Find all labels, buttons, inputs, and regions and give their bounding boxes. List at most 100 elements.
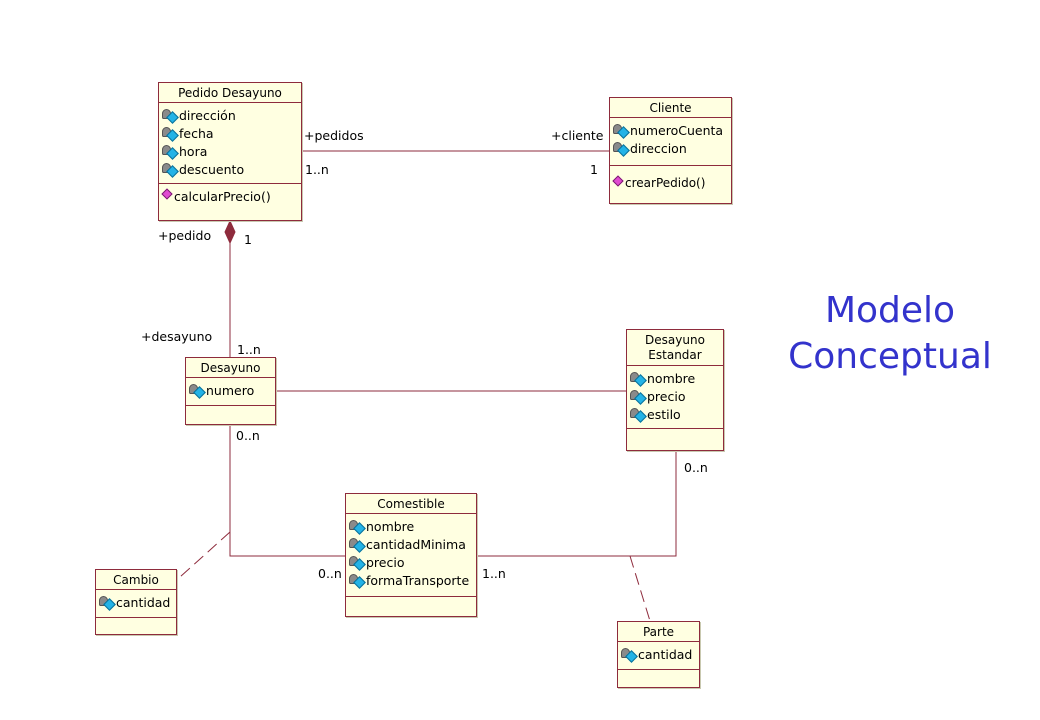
class-name: Pedido Desayuno: [159, 83, 301, 103]
attribute-label: cantidad: [116, 594, 171, 610]
attribute-label: cantidadMinima: [366, 536, 466, 552]
attribute-label: direccion: [630, 140, 687, 156]
attributes-compartment: nombre precio estilo: [627, 366, 723, 429]
class-name: Desayuno: [186, 358, 275, 378]
private-attribute-icon: [621, 647, 638, 663]
private-attribute-icon: [630, 389, 647, 405]
attributes-compartment: numero: [186, 378, 275, 406]
attribute-row: nombre: [630, 369, 723, 387]
private-attribute-icon: [349, 519, 366, 535]
class-parte[interactable]: Parte cantidad: [617, 621, 700, 688]
attribute-label: nombre: [647, 370, 696, 386]
role-label-pedido: +pedido: [158, 228, 212, 243]
class-comestible[interactable]: Comestible nombre cantidadMinima precio …: [345, 493, 477, 617]
multiplicity-label-comestible-left: 0..n: [318, 566, 342, 581]
attribute-row: fecha: [162, 124, 301, 142]
attribute-row: precio: [630, 387, 723, 405]
attribute-row: precio: [349, 553, 476, 571]
attribute-row: cantidadMinima: [349, 535, 476, 553]
attributes-compartment: nombre cantidadMinima precio formaTransp…: [346, 514, 476, 597]
attribute-label: estilo: [647, 406, 681, 422]
private-attribute-icon: [613, 141, 630, 157]
private-attribute-icon: [162, 162, 179, 178]
attribute-label: numeroCuenta: [630, 122, 724, 138]
operation-row: crearPedido(): [612, 174, 731, 192]
attribute-label: numero: [206, 382, 255, 398]
association-desayuno-comestible: [229, 425, 345, 557]
operation-row: calcularPrecio(): [161, 187, 301, 205]
private-attribute-icon: [162, 108, 179, 124]
class-name: Parte: [618, 622, 699, 642]
slide-title-line-2: Conceptual: [788, 336, 992, 377]
attribute-row: formaTransporte: [349, 571, 476, 589]
association-class-link-cambio: [169, 531, 231, 587]
class-name: Cliente: [610, 98, 731, 118]
attribute-label: fecha: [179, 125, 214, 141]
multiplicity-label-desayuno-comestible: 0..n: [236, 428, 260, 443]
class-name: Cambio: [96, 570, 176, 590]
slide-title: Modelo Conceptual: [780, 288, 1000, 380]
attribute-label: descuento: [179, 161, 245, 177]
role-label-cliente: +cliente: [551, 128, 604, 143]
multiplicity-label-comestible-right: 1..n: [482, 566, 506, 581]
public-operation-icon: [612, 175, 624, 189]
class-name: Comestible: [346, 494, 476, 514]
multiplicity-label-desayuno: 1..n: [237, 342, 261, 357]
private-attribute-icon: [613, 123, 630, 139]
attribute-row: descuento: [162, 160, 301, 178]
class-pedido-desayuno[interactable]: Pedido Desayuno dirección fecha hora des…: [158, 82, 302, 221]
private-attribute-icon: [630, 371, 647, 387]
class-desayuno-estandar[interactable]: Desayuno Estandar nombre precio estilo: [626, 329, 724, 451]
attribute-row: numeroCuenta: [613, 121, 731, 139]
attribute-row: nombre: [349, 517, 476, 535]
association-estandar-comestible: [477, 451, 677, 557]
attributes-compartment: dirección fecha hora descuento: [159, 103, 301, 184]
slide-title-line-1: Modelo: [824, 290, 956, 331]
attribute-row: hora: [162, 142, 301, 160]
operation-label: calcularPrecio(): [174, 188, 271, 204]
private-attribute-icon: [630, 407, 647, 423]
attribute-label: formaTransporte: [366, 572, 470, 588]
attributes-compartment: numeroCuenta direccion: [610, 118, 731, 166]
class-desayuno[interactable]: Desayuno numero: [185, 357, 276, 425]
attribute-row: dirección: [162, 106, 301, 124]
attribute-row: direccion: [613, 139, 731, 157]
attribute-label: precio: [647, 388, 686, 404]
attribute-label: nombre: [366, 518, 415, 534]
private-attribute-icon: [162, 144, 179, 160]
composition-diamond: [224, 219, 236, 245]
private-attribute-icon: [349, 573, 366, 589]
attribute-row: cantidad: [621, 645, 699, 663]
private-attribute-icon: [162, 126, 179, 142]
attribute-row: estilo: [630, 405, 723, 423]
role-label-pedidos: +pedidos: [304, 128, 364, 143]
multiplicity-label-estandar-comestible: 0..n: [684, 460, 708, 475]
private-attribute-icon: [99, 595, 116, 611]
attributes-compartment: cantidad: [618, 642, 699, 670]
class-cambio[interactable]: Cambio cantidad: [95, 569, 177, 635]
public-operation-icon: [161, 188, 173, 202]
class-name-line-2: Estandar: [648, 348, 702, 362]
attribute-row: cantidad: [99, 593, 176, 611]
multiplicity-label-pedidos: 1..n: [305, 162, 329, 177]
operations-compartment: crearPedido(): [610, 166, 731, 194]
class-cliente[interactable]: Cliente numeroCuenta direccion crearPedi…: [609, 97, 732, 204]
association-class-link-parte: [629, 555, 651, 622]
class-name-line-1: Desayuno: [645, 333, 705, 347]
multiplicity-label-pedido: 1: [244, 232, 252, 247]
class-name: Desayuno Estandar: [627, 330, 723, 366]
role-label-desayuno: +desayuno: [141, 329, 213, 344]
attribute-label: precio: [366, 554, 405, 570]
private-attribute-icon: [349, 555, 366, 571]
private-attribute-icon: [189, 383, 206, 399]
operation-label: crearPedido(): [625, 176, 706, 190]
attribute-label: dirección: [179, 107, 236, 123]
attribute-label: hora: [179, 143, 208, 159]
multiplicity-label-cliente: 1: [590, 162, 598, 177]
private-attribute-icon: [349, 537, 366, 553]
attribute-row: numero: [189, 381, 275, 399]
attribute-label: cantidad: [638, 646, 693, 662]
attributes-compartment: cantidad: [96, 590, 176, 618]
